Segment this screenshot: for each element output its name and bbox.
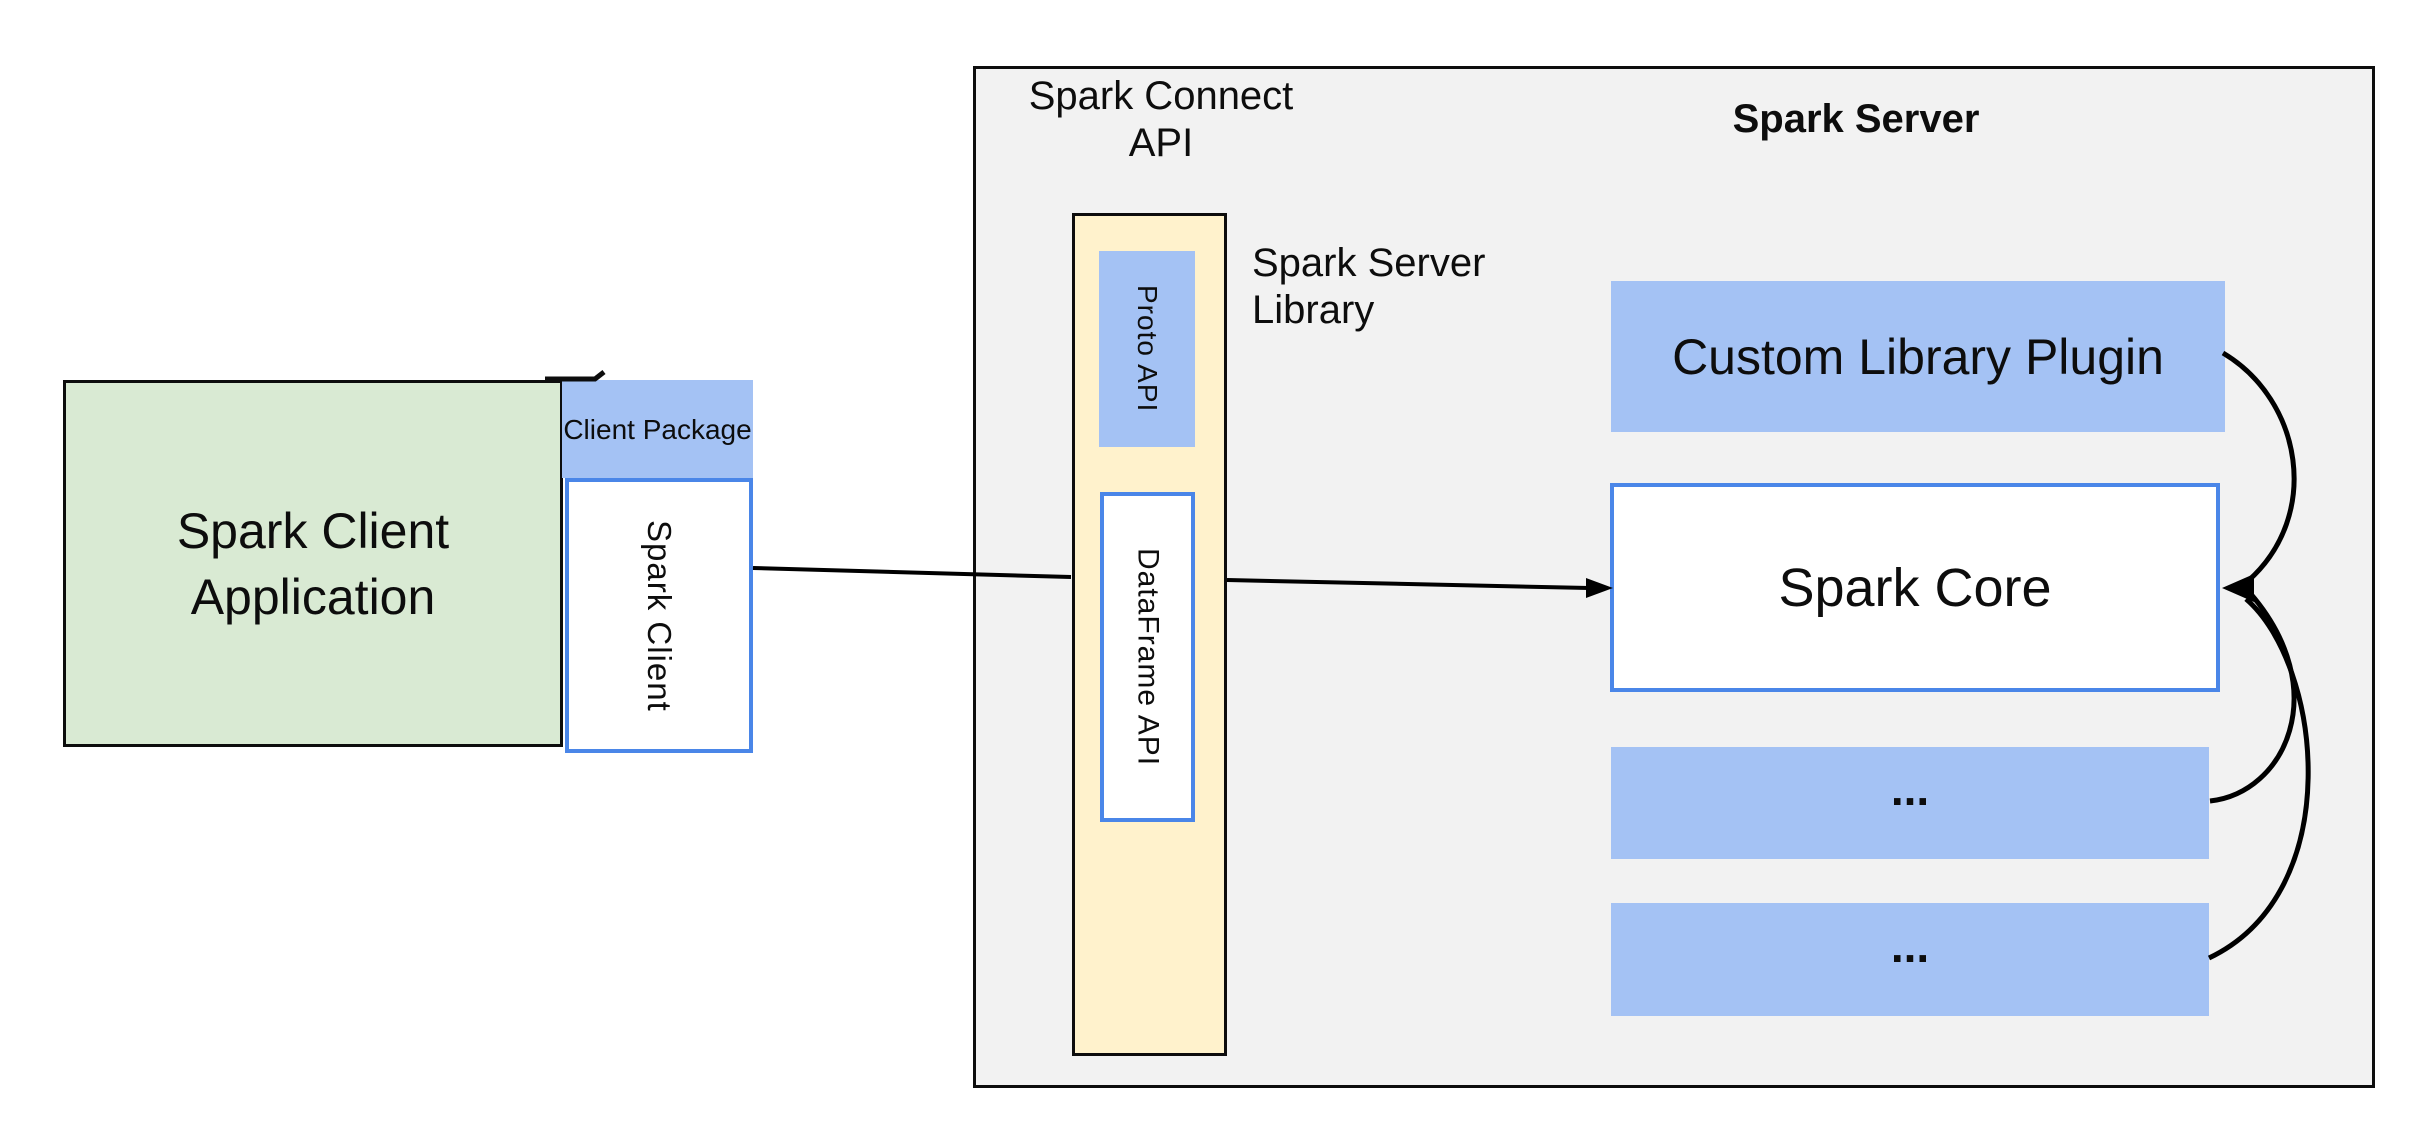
proto-api-box: Proto API [1099, 251, 1195, 447]
spark-client-application-label: Spark Client Application [176, 502, 450, 625]
spark-connect-api-title: Spark Connect API [1000, 72, 1322, 168]
extension-row-1-label: ... [1890, 763, 1930, 815]
dataframe-api-box: DataFrame API [1100, 492, 1195, 822]
extension-row-2-label: ... [1890, 919, 1930, 972]
spark-server-library-label: Spark Server Library [1252, 240, 1552, 336]
proto-api-label: Proto API [1132, 285, 1163, 413]
spark-core-box: Spark Core [1610, 483, 2220, 692]
spark-client-application-box: Spark Client Application [63, 380, 563, 747]
custom-library-plugin-label: Custom Library Plugin [1672, 328, 2164, 385]
custom-library-plugin-box: Custom Library Plugin [1611, 281, 2225, 432]
spark-server-title-text: Spark Server [1732, 96, 1980, 141]
spark-connect-api-title-text: Spark Connect API [1028, 74, 1294, 165]
client-package-label: Client Package [563, 413, 752, 445]
spark-client-label: Spark Client [641, 519, 678, 712]
dataframe-api-label: DataFrame API [1131, 547, 1165, 767]
green-box-border-extension-line [545, 370, 606, 382]
spark-client-box: Spark Client [565, 478, 753, 753]
client-package-box: Client Package [562, 380, 753, 478]
spark-server-title: Spark Server [1656, 94, 2056, 144]
extension-row-1-box: ... [1611, 747, 2209, 859]
spark-core-label: Spark Core [1778, 557, 2052, 618]
spark-server-library-label-text: Spark Server Library [1252, 241, 1486, 332]
extension-row-2-box: ... [1611, 903, 2209, 1016]
